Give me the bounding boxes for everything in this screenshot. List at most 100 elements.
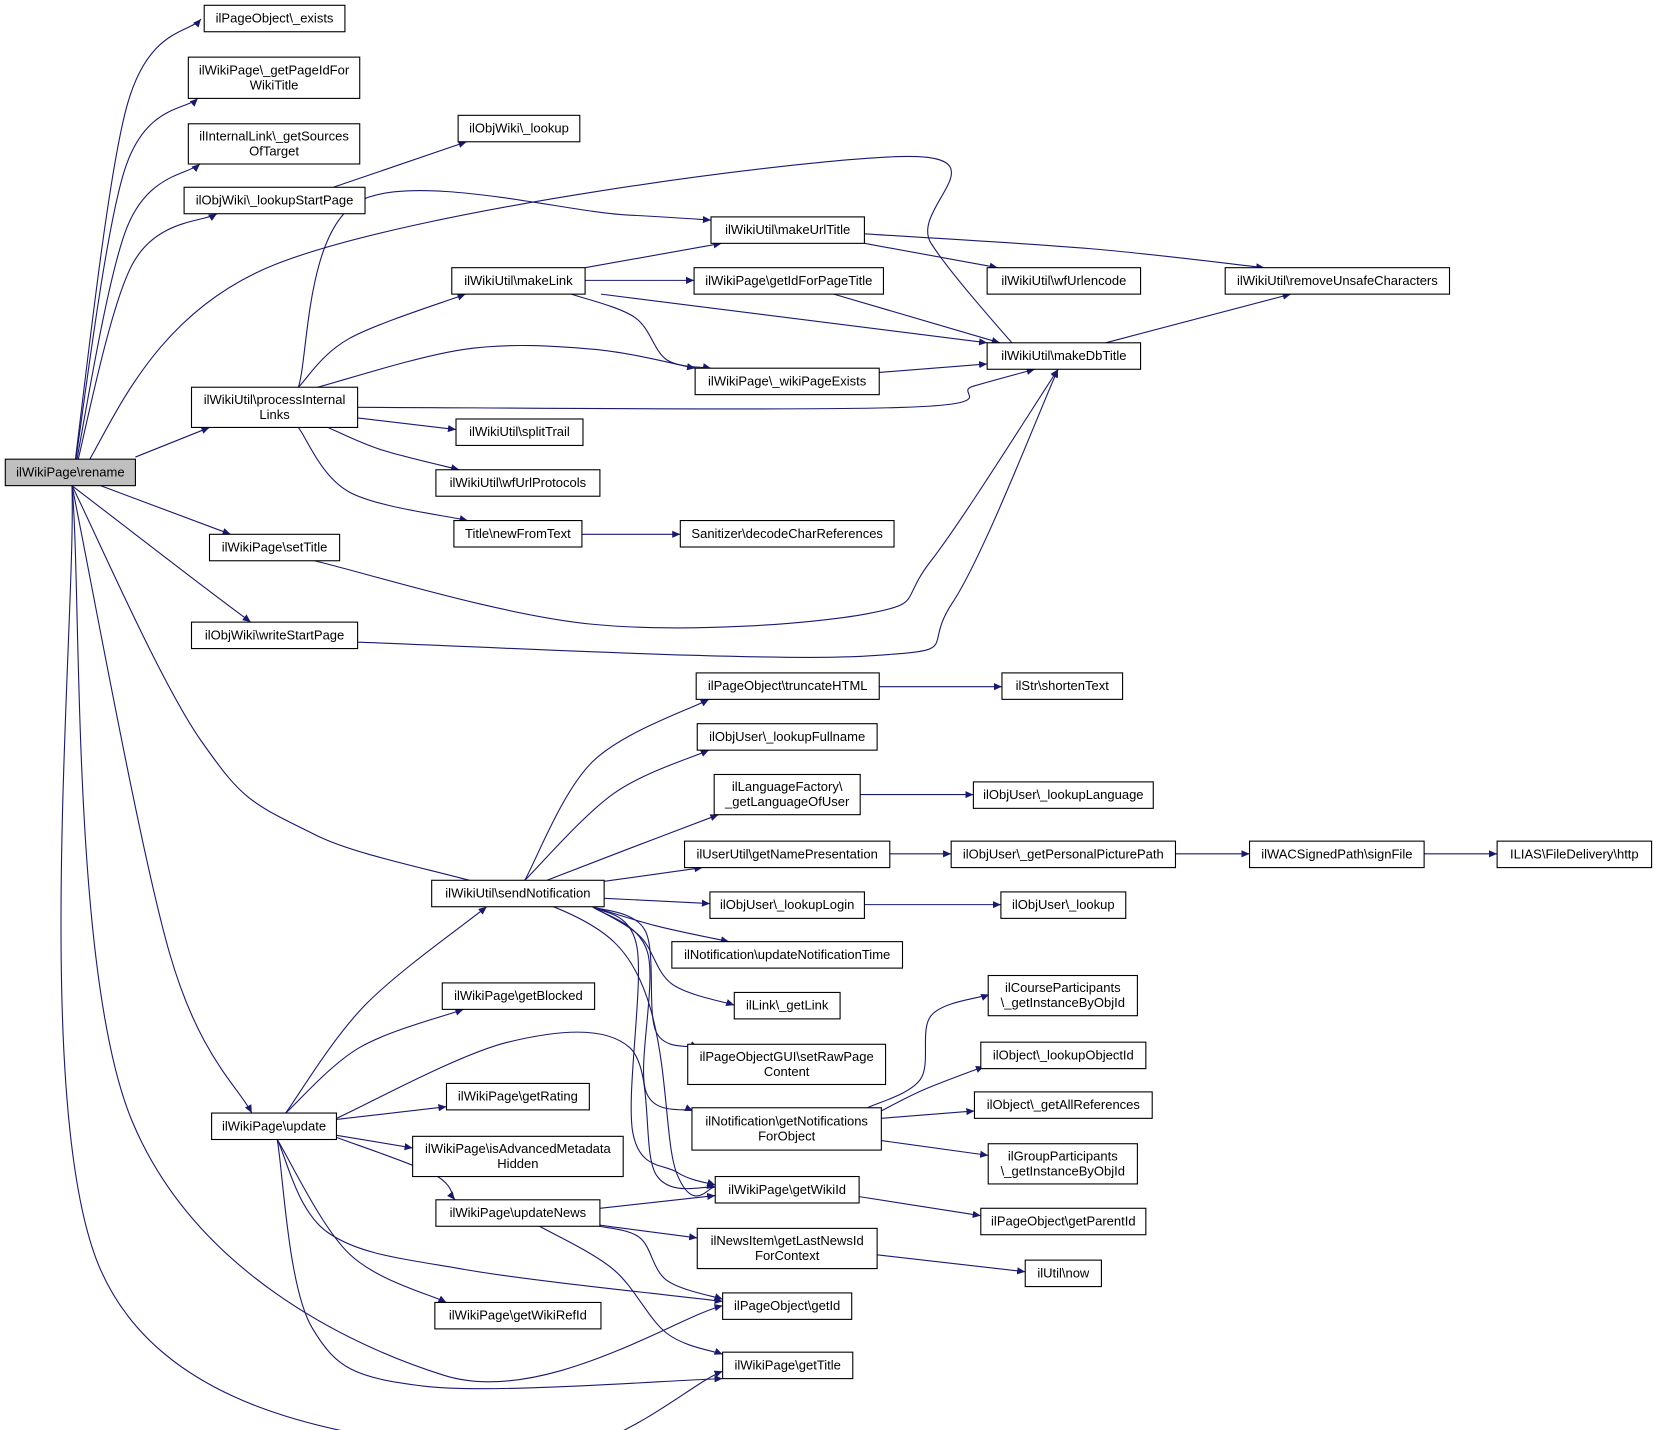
node-wfurlencode[interactable]: ilWikiUtil\wfUrlencode — [986, 267, 1142, 295]
node-box — [211, 1112, 338, 1141]
node-box — [694, 367, 880, 396]
node-label: ilObjUser\_lookupLanguage — [983, 787, 1143, 802]
node-box — [445, 1082, 590, 1111]
node-groupparticipants[interactable]: ilGroupParticipants\_getInstanceByObjId — [987, 1143, 1138, 1185]
node-utilnow[interactable]: ilUtil\now — [1024, 1259, 1102, 1288]
node-getpersonalpicturepath[interactable]: ilObjUser\_getPersonalPicturePath — [950, 840, 1177, 869]
node-box — [208, 533, 341, 562]
node-getlanguageofuser[interactable]: ilLanguageFactory\_getLanguageOfUser — [713, 773, 861, 816]
node-label: ilWikiPage\getBlocked — [454, 988, 583, 1003]
node-makeurltitle[interactable]: ilWikiUtil\makeUrlTitle — [710, 216, 865, 244]
node-objuser_lookup[interactable]: ilObjUser\_lookup — [1000, 891, 1127, 919]
node-getwikiid[interactable]: ilWikiPage\getWikiId — [714, 1175, 860, 1204]
edge-makedbtitle-to-removeunsafe — [1105, 292, 1291, 344]
edge-updatenews-to-getwikiid — [599, 1192, 716, 1209]
edge-update-to-sendnotification — [285, 906, 488, 1114]
node-getallreferences[interactable]: ilObject\_getAllReferences — [973, 1091, 1153, 1119]
node-update[interactable]: ilWikiPage\update — [211, 1112, 338, 1141]
node-layer: ilWikiPage\rename ilPageObject\_exists ilW… — [4, 4, 1653, 1380]
node-truncatehtml[interactable]: ilPageObject\truncateHTML — [695, 672, 880, 700]
node-getparentid[interactable]: ilPageObject\getParentId — [980, 1207, 1147, 1236]
node-lookupobjectid[interactable]: ilObject\_lookupObjectId — [980, 1041, 1147, 1070]
node-lookupstartpage[interactable]: ilObjWiki\_lookupStartPage — [183, 186, 366, 215]
node-label: WikiTitle — [250, 77, 299, 92]
node-getidforpagetitle[interactable]: ilWikiPage\getIdForPageTitle — [693, 267, 885, 295]
edge-getidforpagetitle-to-makedbtitle — [833, 293, 1000, 344]
edge-update-to-getwikirefid — [276, 1139, 447, 1303]
node-signfile[interactable]: ilWACSignedPath\signFile — [1248, 840, 1425, 869]
node-box — [987, 974, 1138, 1017]
node-lookupfullname[interactable]: ilObjUser\_lookupFullname — [696, 723, 878, 751]
node-lookuplogin[interactable]: ilObjUser\_lookupLogin — [709, 891, 865, 919]
node-label: \_getInstanceByObjId — [1001, 1163, 1125, 1178]
node-updatenews[interactable]: ilWikiPage\updateNews — [435, 1199, 601, 1227]
node-wikipageexists[interactable]: ilWikiPage\_wikiPageExists — [694, 367, 880, 396]
node-label: ilWikiPage\rename — [16, 464, 124, 479]
node-label: ilWikiPage\getRating — [458, 1089, 578, 1104]
node-courseparticipants[interactable]: ilCourseParticipants\_getInstanceByObjId — [987, 974, 1138, 1017]
edge-updatenews-to-pageobject_getid — [599, 1225, 723, 1301]
node-box — [696, 1227, 878, 1270]
node-getrating[interactable]: ilWikiPage\getRating — [445, 1082, 590, 1111]
node-box — [980, 1041, 1147, 1070]
node-shortentext[interactable]: ilStr\shortenText — [1001, 672, 1124, 700]
node-getwikirefid[interactable]: ilWikiPage\getWikiRefId — [434, 1301, 602, 1330]
node-label: ilWikiUtil\wfUrlProtocols — [450, 475, 587, 490]
node-rename[interactable]: ilWikiPage\rename — [4, 458, 136, 487]
node-makedbtitle[interactable]: ilWikiUtil\makeDbTitle — [986, 342, 1142, 370]
node-wfurlprotocols[interactable]: ilWikiUtil\wfUrlProtocols — [435, 469, 601, 497]
node-newfromtext[interactable]: Title\newFromText — [453, 520, 583, 548]
edge-sendnotification-to-getnamepresentation — [604, 865, 703, 882]
node-box — [434, 1301, 602, 1330]
node-removeunsafe[interactable]: ilWikiUtil\removeUnsafeCharacters — [1224, 267, 1451, 295]
node-pageobject_getid[interactable]: ilPageObject\getId — [722, 1292, 853, 1320]
node-label: ilNewsItem\getLastNewsId — [711, 1233, 864, 1248]
node-box — [4, 458, 136, 487]
node-label: ilUtil\now — [1037, 1265, 1090, 1280]
node-lookuplanguage[interactable]: ilObjUser\_lookupLanguage — [972, 781, 1154, 809]
node-getblocked[interactable]: ilWikiPage\getBlocked — [441, 982, 596, 1010]
node-filedeliveryhttp[interactable]: ILIAS\FileDelivery\http — [1496, 840, 1653, 869]
node-label: _getLanguageOfUser — [724, 794, 850, 809]
node-writestartpage[interactable]: ilObjWiki\writeStartPage — [190, 621, 359, 650]
node-box — [451, 267, 586, 295]
edge-sendnotification-to-getlink — [592, 906, 735, 1006]
node-makelink[interactable]: ilWikiUtil\makeLink — [451, 267, 586, 295]
node-box — [693, 267, 885, 295]
node-pageobject_exists[interactable]: ilPageObject\_exists — [203, 4, 346, 33]
node-settitle[interactable]: ilWikiPage\setTitle — [208, 533, 341, 562]
node-box — [1496, 840, 1653, 869]
node-getnamepresentation[interactable]: ilUserUtil\getNamePresentation — [683, 840, 891, 869]
node-label: ForContext — [755, 1248, 820, 1263]
edge-wikipageexists-to-makedbtitle — [879, 361, 988, 373]
node-box — [435, 1199, 601, 1227]
edge-update-to-pageobject_getid — [276, 1139, 723, 1304]
edge-makelink-to-wikipageexists — [571, 293, 712, 371]
node-decodechar[interactable]: Sanitizer\decodeCharReferences — [679, 520, 895, 548]
node-getlink[interactable]: ilLink\_getLink — [733, 991, 841, 1020]
node-objwiki_lookup[interactable]: ilObjWiki\_lookup — [457, 114, 581, 143]
edge-update-to-getrating — [336, 1104, 447, 1120]
node-box — [1024, 1259, 1102, 1288]
edge-getnotificationsforobject-to-lookupobjectid — [881, 1065, 985, 1112]
node-label: ilWikiUtil\makeLink — [464, 273, 573, 288]
node-splittrail[interactable]: ilWikiUtil\splitTrail — [455, 418, 584, 446]
node-sendnotification[interactable]: ilWikiUtil\sendNotification — [431, 879, 605, 908]
edge-makeurltitle-to-wfurlencode — [864, 242, 998, 270]
node-box — [190, 621, 359, 650]
node-label: ilWikiUtil\makeDbTitle — [1001, 348, 1126, 363]
edge-getnotificationsforobject-to-courseparticipants — [867, 993, 990, 1109]
node-gettitle[interactable]: ilWikiPage\getTitle — [722, 1351, 854, 1380]
edge-writestartpage-to-makedbtitle — [357, 369, 1059, 658]
node-updatenotificationtime[interactable]: ilNotification\updateNotificationTime — [671, 941, 904, 969]
node-label: ilWikiUtil\makeUrlTitle — [725, 222, 850, 237]
node-box — [986, 342, 1142, 370]
node-box — [713, 773, 861, 816]
